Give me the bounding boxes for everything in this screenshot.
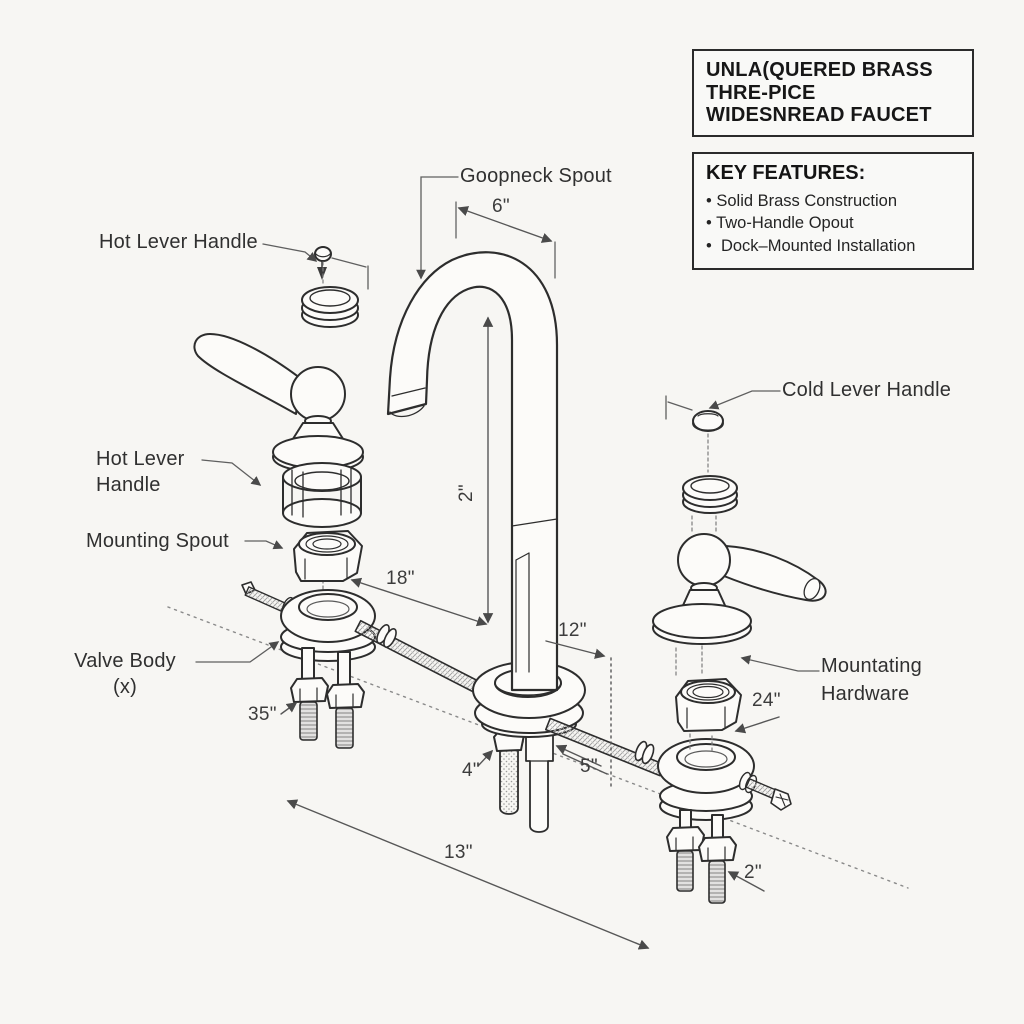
hot-lever-blade — [193, 333, 301, 415]
dim-right-bolt: 2" — [744, 862, 762, 883]
dim-spread-width: 13" — [444, 842, 473, 863]
cold-bolt-right — [698, 814, 737, 904]
label-valve-body: Valve Body (x) — [74, 650, 176, 699]
key-features-box: KEY FEATURES: • Solid Brass Construction… — [692, 152, 974, 270]
dim-center-offset: 12" — [558, 620, 587, 641]
hot-cartridge-collar — [282, 462, 362, 528]
cold-lever-blade — [723, 545, 827, 602]
cold-lever-ball — [677, 533, 731, 587]
cold-mounting-nut — [675, 678, 742, 732]
spout-shank-smooth — [525, 732, 554, 833]
dimension-lines — [280, 201, 780, 950]
dim-right-hose: 24" — [752, 690, 781, 711]
hot-trim-ring — [301, 286, 359, 328]
product-title: UNLA(QUERED BRASS THRE-PICE WIDESNREAD F… — [706, 59, 933, 127]
hot-bolt-right — [326, 651, 365, 749]
label-cold-lever-handle: Cold Lever Handle — [782, 379, 952, 401]
label-hot-lever-handle-side: Hot Lever Handle — [96, 448, 185, 497]
cold-trim-ring — [682, 475, 738, 514]
key-features-heading: KEY FEATURES: — [706, 162, 866, 184]
title-box: UNLA(QUERED BRASS THRE-PICE WIDESNREAD F… — [692, 49, 974, 137]
label-mounting-hardware: Mountating Hardware — [821, 655, 922, 705]
spout-shank-threaded — [493, 728, 525, 815]
cold-lever-handle-parts-drawing — [652, 410, 827, 754]
cold-valve-body-drawing — [657, 738, 792, 904]
dim-spout-height: 2" — [456, 484, 477, 502]
dim-shank-length: 4" — [462, 760, 480, 781]
hot-lever-ball — [290, 366, 346, 422]
feature-item: • Two-Handle Opout — [706, 214, 854, 233]
dim-supply-length: 18" — [386, 568, 415, 589]
label-leader-lines — [195, 176, 820, 672]
cold-supply-stud — [738, 771, 792, 811]
dim-hose-length: 5" — [580, 756, 598, 777]
label-hot-lever-handle-top: Hot Lever Handle — [99, 231, 258, 253]
deck-line — [167, 606, 909, 889]
cold-button-cap — [692, 410, 724, 432]
hot-bolt-left — [290, 647, 329, 741]
label-gooseneck-spout: Goopneck Spout — [460, 165, 612, 187]
feature-item: • Solid Brass Construction — [706, 192, 898, 210]
hot-lever-handle-parts-drawing — [193, 246, 364, 593]
gooseneck-spout-drawing — [386, 251, 562, 697]
dim-left-bolt: 35" — [248, 704, 277, 725]
hot-mounting-nut — [293, 530, 363, 582]
feature-item: • Dock–Mounted Installation — [706, 236, 916, 255]
label-mounting-spout: Mounting Spout — [86, 530, 229, 552]
dim-spout-reach: 6" — [492, 196, 510, 217]
right-supply-hose-drawing — [545, 717, 665, 777]
cold-bolt-left — [666, 809, 705, 892]
